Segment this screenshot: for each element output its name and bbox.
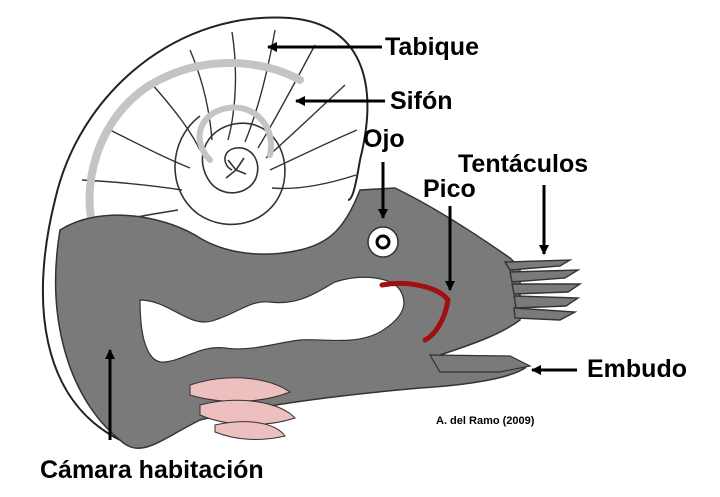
pointer-arrows [105, 42, 577, 440]
label-tabique: Tabique [385, 33, 479, 61]
funnel [428, 354, 532, 373]
label-sifon: Sifón [390, 87, 453, 115]
label-ojo: Ojo [363, 125, 405, 153]
label-embudo: Embudo [587, 355, 687, 383]
label-pico: Pico [423, 175, 476, 203]
eye-icon [367, 226, 399, 258]
mantle-cavity [139, 276, 405, 363]
label-camara: Cámara habitación [40, 456, 264, 484]
siphuncle-band [85, 59, 304, 239]
label-tentaculos: Tentáculos [458, 150, 589, 178]
tentacles [503, 259, 583, 321]
gills [189, 377, 296, 440]
beak [379, 280, 451, 343]
author-credit: A. del Ramo (2009) [436, 415, 535, 427]
inner-spiral [174, 115, 286, 226]
